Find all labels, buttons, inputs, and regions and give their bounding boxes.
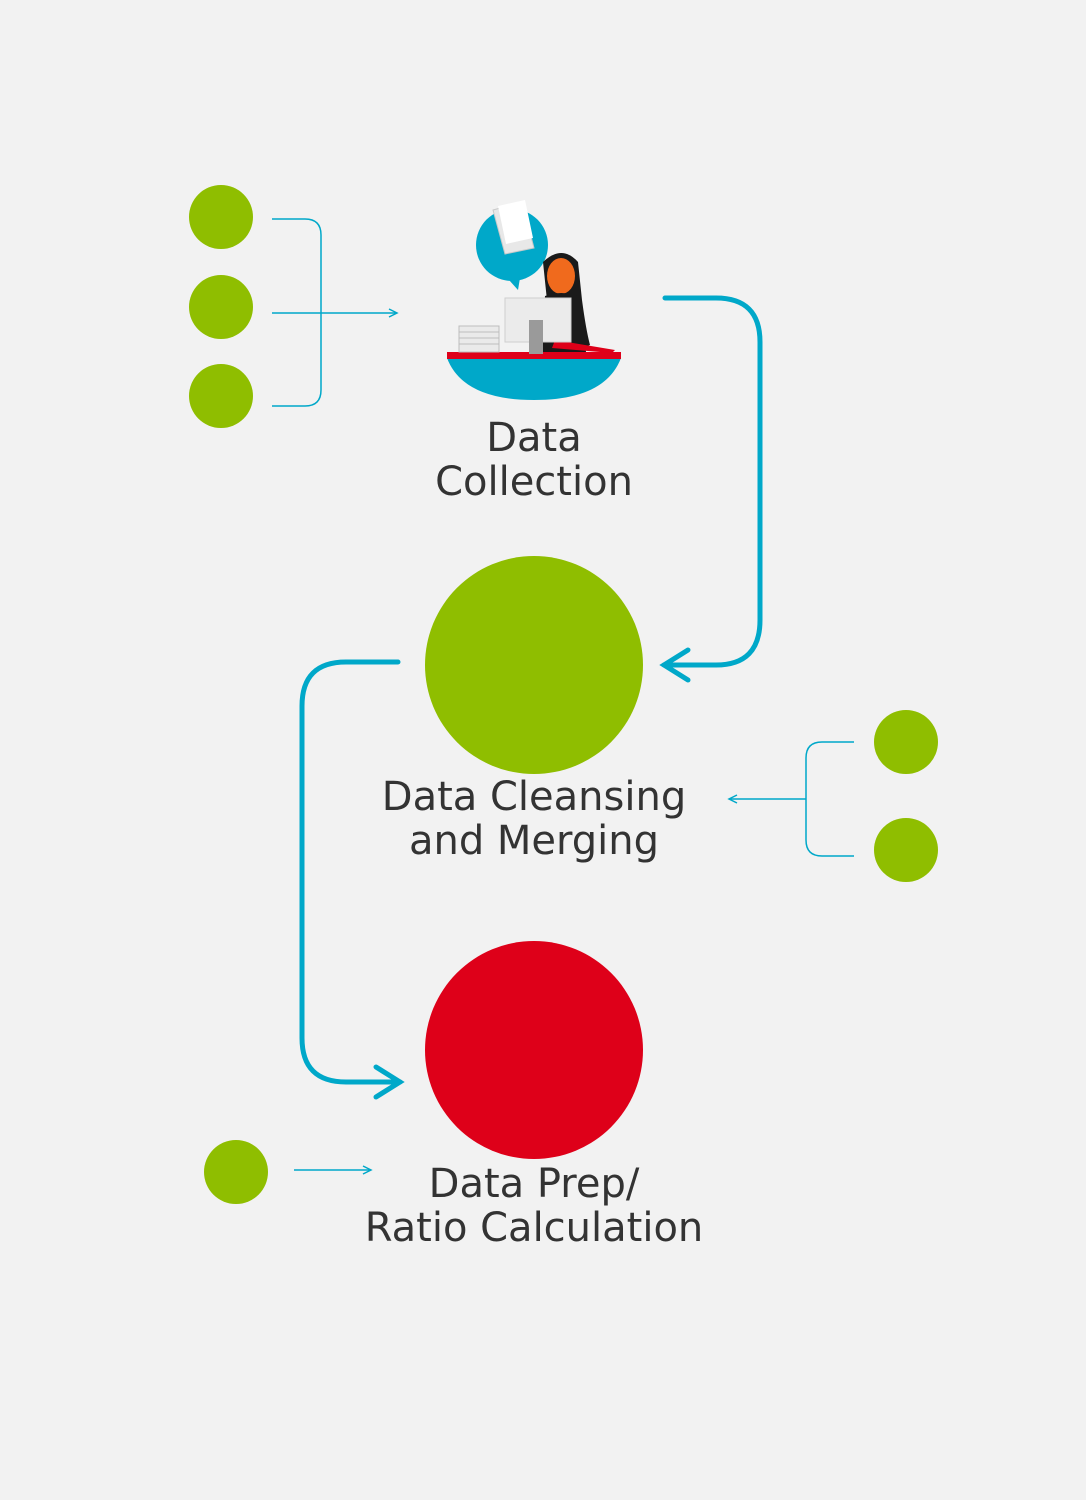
prep-input-dot xyxy=(204,1140,268,1204)
arrow-collection-to-cleansing xyxy=(659,295,763,683)
cleansing-input-dot xyxy=(874,818,938,882)
collection-input-dot xyxy=(189,185,253,249)
collection-input-dot xyxy=(189,364,253,428)
label-line: Collection xyxy=(435,459,633,505)
cleansing-circle xyxy=(425,556,643,774)
data-prep-label: Data Prep/ Ratio Calculation xyxy=(309,1162,759,1250)
data-collection-label: Data Collection xyxy=(384,416,684,504)
collection-input-bracket xyxy=(272,218,399,407)
speech-bubble-icon xyxy=(476,200,548,290)
arrow-cleansing-to-prep xyxy=(299,659,405,1100)
cleansing-input-bracket xyxy=(727,741,854,857)
prep-circle xyxy=(425,941,643,1159)
data-cleansing-label: Data Cleansing and Merging xyxy=(334,775,734,863)
prep-input-arrow xyxy=(294,1165,373,1175)
label-line: Ratio Calculation xyxy=(364,1205,704,1251)
cleansing-input-dot xyxy=(874,710,938,774)
collection-input-dot xyxy=(189,275,253,339)
person-at-desk-icon xyxy=(447,200,621,400)
label-line: Data Prep/ xyxy=(428,1161,640,1207)
label-line: Data Cleansing xyxy=(381,774,687,820)
label-line: and Merging xyxy=(408,818,660,864)
label-line: Data xyxy=(486,415,582,461)
